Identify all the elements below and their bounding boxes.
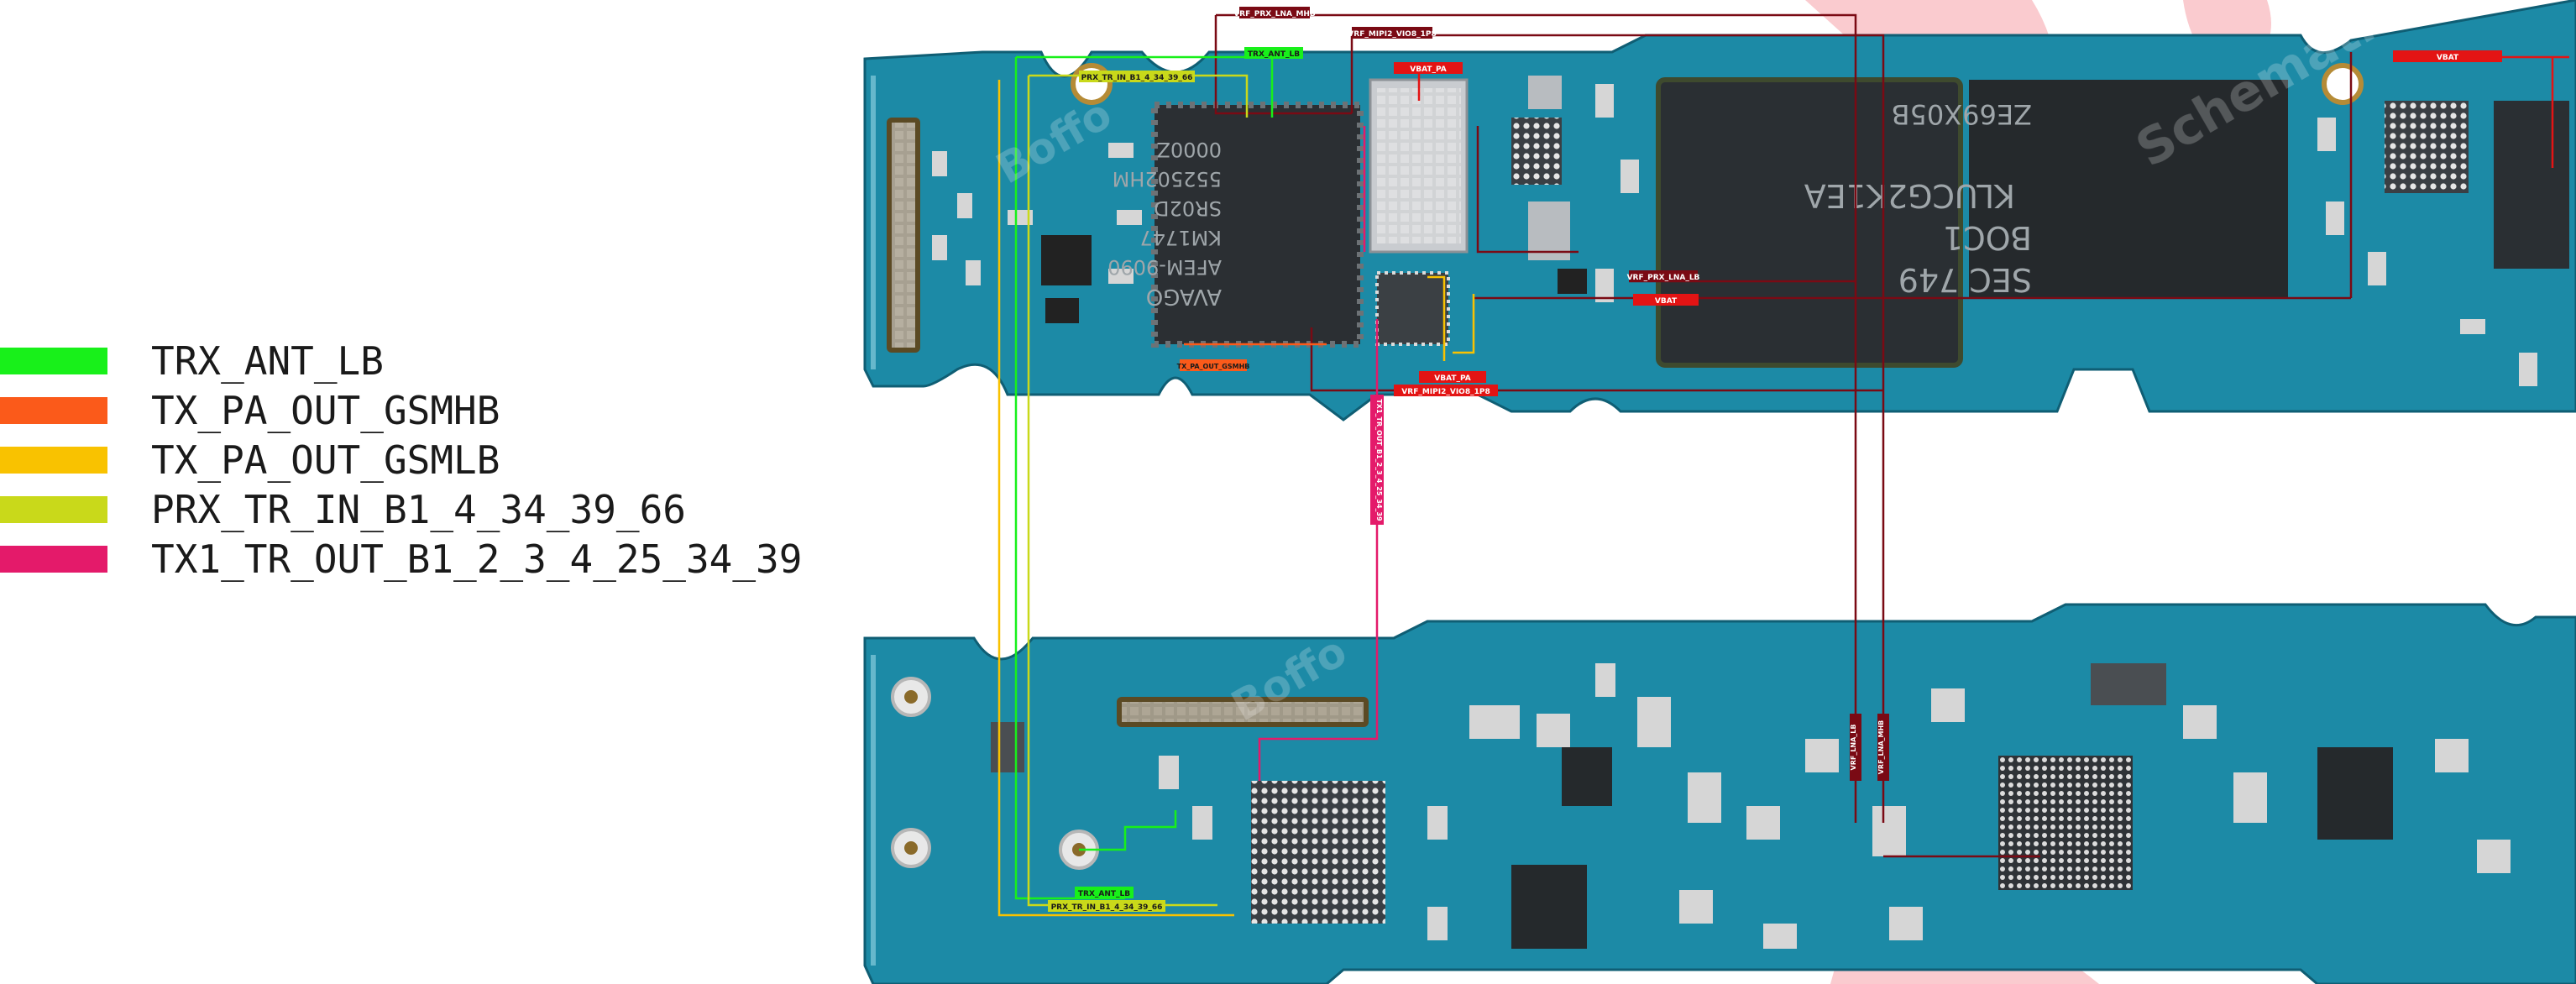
top-board (863, 0, 2576, 421)
label-vbat-mid: VBAT (1633, 294, 1699, 306)
label-vbat-right: VBAT (2393, 50, 2502, 62)
svg-text:PRX_TR_IN_B1_4_34_39_66: PRX_TR_IN_B1_4_34_39_66 (1051, 903, 1163, 912)
chip-main-line-5: 552502HM (1113, 167, 1222, 191)
legend-item: TX1_TR_OUT_B1_2_3_4_25_34_39 (0, 534, 802, 584)
label-vrf-prx-lna-lb: VRF_PRX_LNA_LB (1627, 270, 1700, 282)
svg-text:VRF_LNA_MHB: VRF_LNA_MHB (1877, 720, 1885, 775)
chip-main-line-2: AFEM-9090 (1107, 255, 1222, 279)
top-chip-text: AVAGO AFEM-9090 KM1747 SR02D 552502HM 00… (1107, 98, 2032, 309)
svg-text:VRF_PRX_LNA_LB: VRF_PRX_LNA_LB (1627, 274, 1700, 282)
net-labels: VRF_PRX_LNA_MHB VRF_MIPI2_VIO8_1P8 PRX_T… (1048, 7, 2502, 912)
bottom-board (863, 603, 2576, 984)
legend-label: TX_PA_OUT_GSMHB (151, 387, 500, 433)
svg-text:VRF_MIPI2_VIO8_1P8: VRF_MIPI2_VIO8_1P8 (1401, 388, 1490, 396)
svg-text:TX_PA_OUT_GSMHB: TX_PA_OUT_GSMHB (1177, 363, 1250, 370)
chip-main-line-6: 0000Z (1156, 138, 1222, 161)
label-vbat-pa-top: VBAT_PA (1394, 62, 1463, 74)
svg-text:VRF_MIPI2_VIO8_1P8: VRF_MIPI2_VIO8_1P8 (1348, 30, 1436, 39)
label-vrf-lna-lb-vertical: VRF_LNA_LB (1850, 714, 1861, 781)
legend-swatch (0, 347, 107, 374)
svg-text:PRX_TR_IN_B1_4_34_39_66: PRX_TR_IN_B1_4_34_39_66 (1081, 74, 1193, 82)
legend-item: TRX_ANT_LB (0, 336, 802, 385)
svg-text:VBAT: VBAT (2437, 54, 2459, 62)
svg-text:TX1_TR_OUT_B1_2_3_4_25_34_39: TX1_TR_OUT_B1_2_3_4_25_34_39 (1375, 399, 1383, 521)
legend-label: PRX_TR_IN_B1_4_34_39_66 (151, 486, 686, 532)
chip-main-line-4: SR02D (1154, 196, 1222, 220)
chip-memory-line-4: ZE69X05B (1892, 98, 2032, 130)
legend-swatch (0, 545, 107, 573)
svg-text:VBAT_PA: VBAT_PA (1434, 374, 1471, 383)
label-vrf-mipi2-vio8-bottom: VRF_MIPI2_VIO8_1P8 (1394, 385, 1498, 396)
svg-text:TRX_ANT_LB: TRX_ANT_LB (1078, 890, 1130, 898)
label-vrf-lna-mhb-vertical: VRF_LNA_MHB (1877, 714, 1889, 781)
svg-text:VRF_LNA_LB: VRF_LNA_LB (1850, 725, 1857, 771)
label-vrf-prx-lna-mhb: VRF_PRX_LNA_MHB (1233, 7, 1316, 18)
chip-main-line-3: KM1747 (1139, 226, 1222, 249)
legend-item: TX_PA_OUT_GSMHB (0, 385, 802, 435)
label-prx-tr-in-bottom: PRX_TR_IN_B1_4_34_39_66 (1048, 900, 1165, 912)
chip-memory-line-3: KLUCG2K1EA (1804, 177, 2015, 214)
legend-label: TX1_TR_OUT_B1_2_3_4_25_34_39 (151, 536, 803, 582)
legend-swatch (0, 495, 107, 523)
chip-memory-line-1: SEC 749 (1898, 261, 2032, 298)
legend-label: TX_PA_OUT_GSMLB (151, 437, 500, 483)
legend-item: TX_PA_OUT_GSMLB (0, 435, 802, 484)
chip-main-line-1: AVAGO (1146, 284, 1222, 309)
legend-swatch (0, 446, 107, 474)
label-tx1-tr-out-vertical: TX1_TR_OUT_B1_2_3_4_25_34_39 (1370, 395, 1384, 525)
label-trx-ant-lb-top: TRX_ANT_LB (1244, 47, 1303, 59)
svg-text:TRX_ANT_LB: TRX_ANT_LB (1248, 50, 1300, 59)
label-vbat-pa-bottom: VBAT_PA (1419, 371, 1486, 383)
legend-swatch (0, 396, 107, 424)
label-tx-pa-out-gsmhb: TX_PA_OUT_GSMHB (1177, 359, 1250, 371)
svg-text:VRF_PRX_LNA_MHB: VRF_PRX_LNA_MHB (1233, 10, 1316, 18)
svg-text:VBAT: VBAT (1655, 297, 1678, 306)
label-prx-tr-in-top: PRX_TR_IN_B1_4_34_39_66 (1079, 71, 1195, 82)
label-vrf-mipi2-vio8-top: VRF_MIPI2_VIO8_1P8 (1348, 27, 1437, 39)
svg-text:VBAT_PA: VBAT_PA (1410, 65, 1447, 74)
label-trx-ant-lb-bottom: TRX_ANT_LB (1075, 887, 1134, 898)
legend-item: PRX_TR_IN_B1_4_34_39_66 (0, 484, 802, 534)
legend-label: TRX_ANT_LB (151, 338, 384, 384)
chip-memory-line-2: BOC1 (1943, 219, 2032, 256)
